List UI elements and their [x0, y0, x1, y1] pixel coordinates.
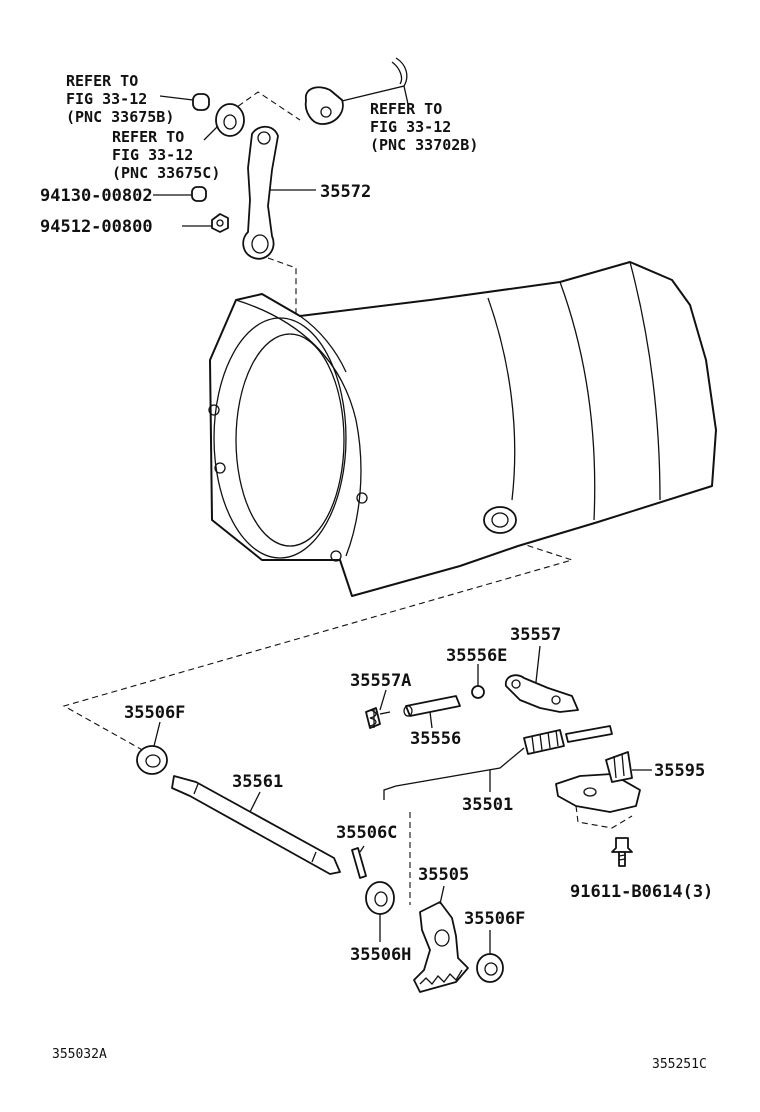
part-label-35505: 35505	[418, 865, 469, 885]
part-label-35506f-left: 35506F	[124, 703, 185, 723]
part-label-35506h: 35506H	[350, 945, 411, 965]
cable-35501	[383, 725, 613, 800]
footer-code-left: 355032A	[52, 1047, 107, 1062]
seal-35506f-left	[136, 721, 168, 775]
callout-ref-33675c: REFER TO FIG 33-12 (PNC 33675C)	[112, 128, 220, 182]
bushing-33675c	[203, 103, 245, 141]
callout-line: REFER TO	[66, 72, 138, 90]
callout-line: REFER TO	[370, 100, 442, 118]
washer-94130	[153, 186, 207, 202]
spring-35557a	[365, 689, 391, 729]
callout-ref-33675b: REFER TO FIG 33-12 (PNC 33675B)	[66, 72, 174, 126]
bushing-33675b	[159, 93, 210, 111]
detent-plate-35505	[413, 885, 469, 993]
part-label-94130: 94130-00802	[40, 186, 153, 206]
part-label-35506c: 35506C	[336, 823, 397, 843]
pin-35556	[403, 695, 461, 729]
transmission-case	[208, 261, 717, 597]
part-label-94512: 94512-00800	[40, 217, 153, 237]
e-ring-35556e	[471, 664, 485, 699]
callout-line: REFER TO	[112, 128, 184, 146]
part-label-35556: 35556	[410, 729, 461, 749]
part-label-35557: 35557	[510, 625, 561, 645]
part-label-35556e: 35556E	[446, 646, 507, 666]
lever-35557	[504, 645, 579, 713]
callout-line: (PNC 33675C)	[112, 164, 220, 182]
callout-line: (PNC 33675B)	[66, 108, 174, 126]
part-label-91611: 91611-B0614(3)	[570, 882, 713, 902]
pin-35506c	[351, 845, 367, 879]
callout-line: FIG 33-12	[370, 118, 451, 136]
nut-94512	[182, 213, 229, 233]
callout-line: (PNC 33702B)	[370, 136, 478, 154]
seal-35506f-right	[476, 930, 504, 983]
part-label-35557a: 35557A	[350, 671, 411, 691]
part-label-35572: 35572	[320, 182, 371, 202]
callout-ref-33702b: REFER TO FIG 33-12 (PNC 33702B)	[370, 100, 478, 154]
callout-line: FIG 33-12	[66, 90, 147, 108]
part-label-35595: 35595	[654, 761, 705, 781]
part-label-35501: 35501	[462, 795, 513, 815]
collar-35506h	[365, 881, 395, 942]
lever-35572	[242, 125, 316, 260]
part-label-35561: 35561	[232, 772, 283, 792]
shift-cable-end-33702b	[304, 57, 409, 125]
part-label-35506f-right: 35506F	[464, 909, 525, 929]
bracket-35595	[555, 751, 652, 829]
shaft-35561	[171, 775, 341, 875]
footer-code-right: 355251C	[652, 1057, 707, 1072]
callout-line: FIG 33-12	[112, 146, 193, 164]
bolt-91611	[611, 837, 633, 867]
